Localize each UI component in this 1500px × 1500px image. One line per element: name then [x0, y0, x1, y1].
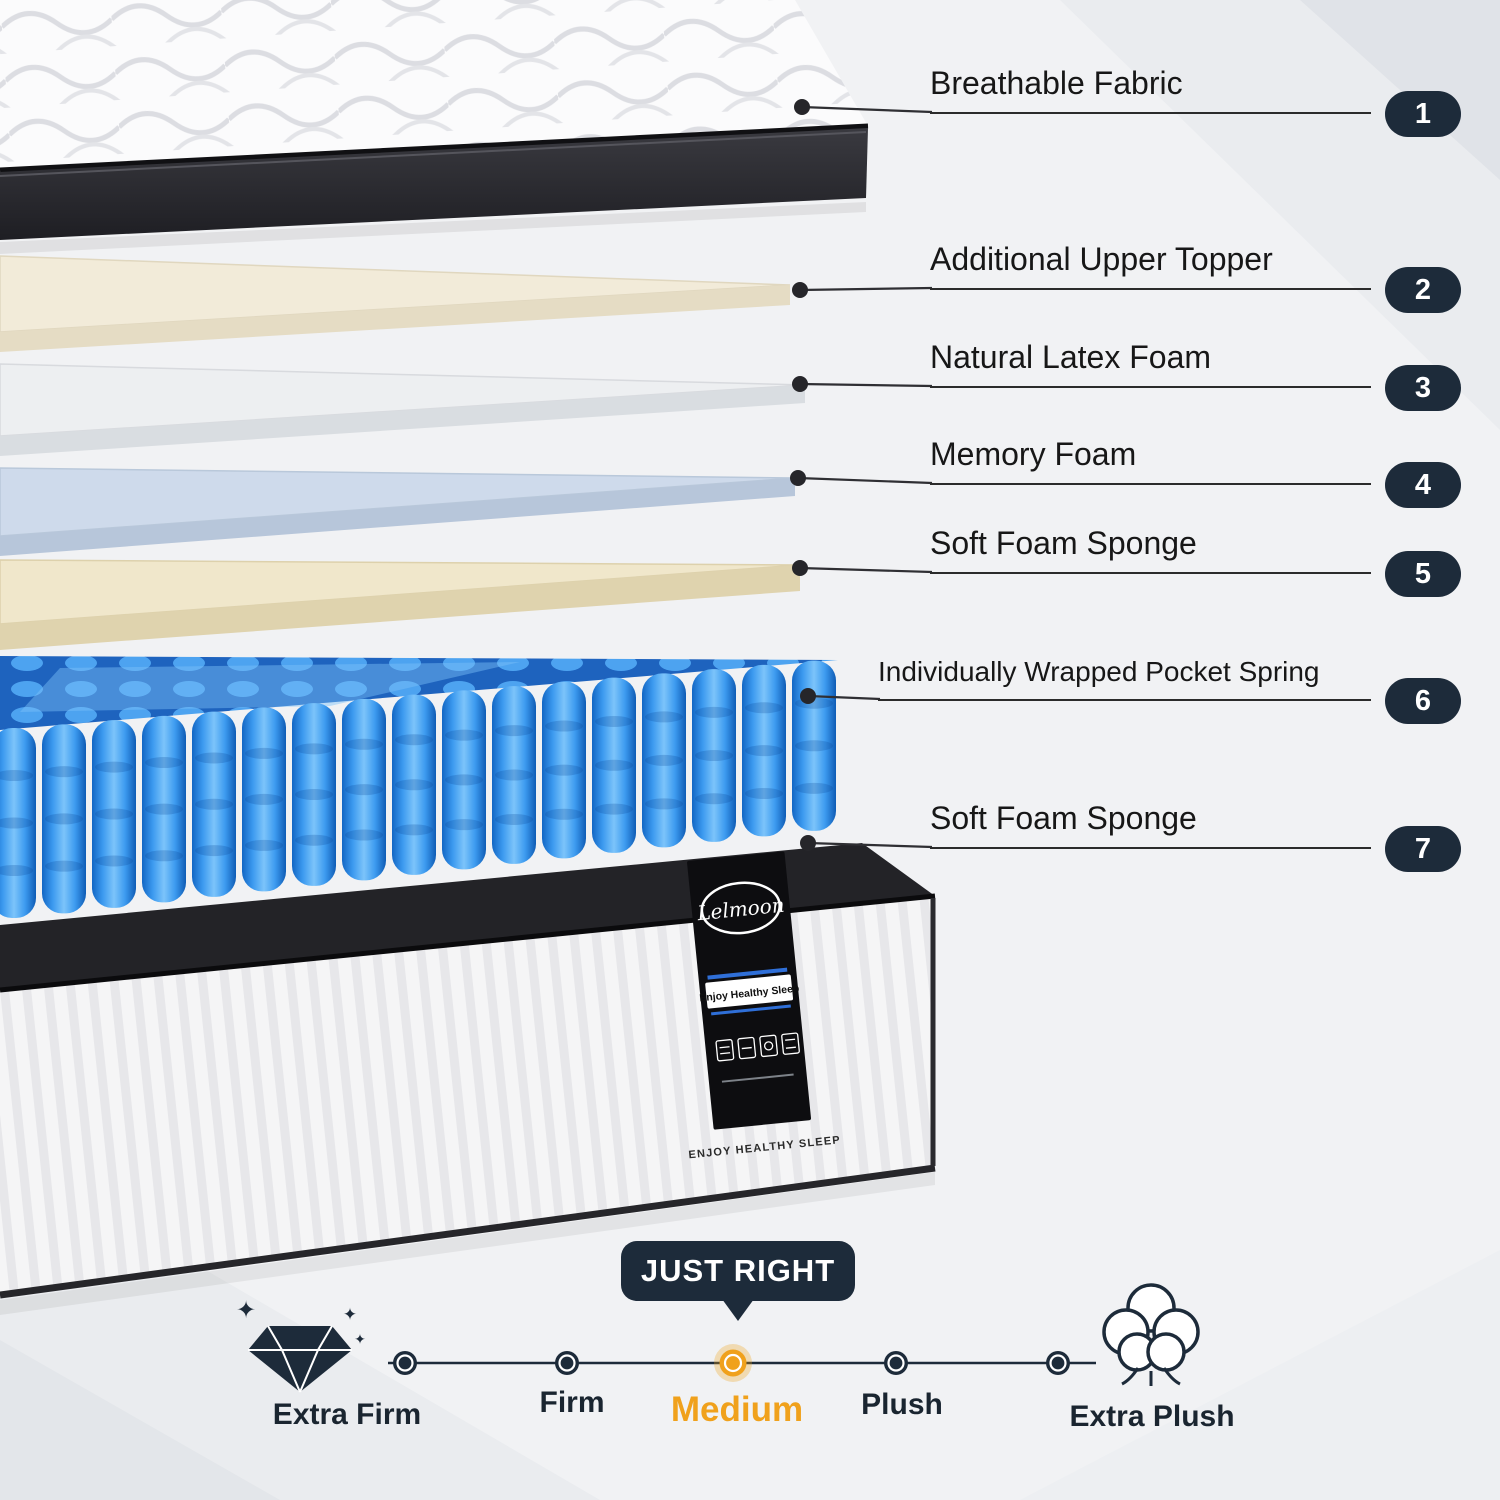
annotation-row-3: Natural Latex Foam 3	[930, 338, 1461, 411]
label-icons	[715, 1032, 800, 1062]
leader-dot-7	[800, 835, 816, 851]
svg-text:✦: ✦	[236, 1297, 256, 1324]
firmness-scale-graphics: ✦ ✦ ✦	[236, 1283, 1200, 1393]
annotation-row-7: Soft Foam Sponge 7	[930, 799, 1461, 872]
leader-dot-1	[794, 99, 810, 115]
layer-number-badge-7: 7	[1385, 826, 1461, 872]
leader-dot-2	[792, 282, 808, 298]
just-right-tooltip: JUST RIGHT	[621, 1241, 855, 1321]
firmness-level-extra-plush: Extra Plush	[1069, 1400, 1235, 1433]
annotation-row-6: Individually Wrapped Pocket Spring 6	[878, 655, 1461, 724]
spring-cylinders	[0, 660, 836, 918]
layer-number-badge-1: 1	[1385, 91, 1461, 137]
annotation-row-4: Memory Foam 4	[930, 435, 1461, 508]
pocket-spring-layer	[0, 656, 838, 918]
layer-number-badge-4: 4	[1385, 462, 1461, 508]
leader-lines	[797, 105, 933, 849]
layer-number-1: 1	[1414, 97, 1432, 130]
leader-dots	[790, 99, 816, 851]
diamond-icon: ✦ ✦ ✦	[236, 1297, 366, 1393]
layer-label-6: Individually Wrapped Pocket Spring	[878, 655, 1371, 701]
annotation-row-1: Breathable Fabric 1	[930, 64, 1461, 137]
layer-label-3: Natural Latex Foam	[930, 338, 1371, 388]
firmness-level-plush: Plush	[861, 1388, 943, 1421]
soft-foam-sponge-layer	[0, 559, 801, 650]
layer-number-2: 2	[1414, 273, 1432, 306]
mattress-top-layer	[0, 0, 869, 254]
leader-line-7	[807, 841, 933, 849]
firmness-level-firm: Firm	[539, 1386, 605, 1419]
layer-number-3: 3	[1414, 371, 1432, 404]
latex-foam-layer	[0, 363, 806, 456]
memory-foam-layer	[0, 467, 796, 556]
leader-line-5	[799, 566, 933, 574]
leader-line-3	[799, 382, 933, 388]
firmness-level-medium: Medium	[670, 1390, 804, 1429]
firmness-dot-plush	[884, 1351, 908, 1375]
leader-dot-6	[800, 688, 816, 704]
annotation-row-2: Additional Upper Topper 2	[930, 240, 1461, 313]
layer-number-7: 7	[1414, 832, 1432, 865]
svg-text:✦: ✦	[343, 1305, 357, 1324]
layer-label-2: Additional Upper Topper	[930, 240, 1371, 290]
layer-number-6: 6	[1414, 684, 1432, 717]
cotton-icon	[1102, 1283, 1200, 1386]
leader-line-2	[799, 286, 933, 292]
layer-label-5: Soft Foam Sponge	[930, 524, 1371, 574]
firmness-dot-extra-plush	[1046, 1351, 1070, 1375]
svg-text:✦: ✦	[354, 1331, 366, 1347]
leader-dot-3	[792, 376, 808, 392]
leader-line-6	[807, 694, 881, 701]
layer-number-badge-6: 6	[1385, 678, 1461, 724]
topper-layer	[0, 255, 791, 352]
layer-number-4: 4	[1414, 468, 1432, 501]
firmness-dot-medium-selected	[714, 1344, 752, 1382]
tooltip-text: JUST RIGHT	[640, 1253, 836, 1288]
layer-number-5: 5	[1414, 557, 1432, 590]
leader-dot-4	[790, 470, 806, 486]
layer-label-4: Memory Foam	[930, 435, 1371, 485]
layer-number-badge-5: 5	[1385, 551, 1461, 597]
layer-label-1: Breathable Fabric	[930, 64, 1371, 114]
annotation-row-5: Soft Foam Sponge 5	[930, 524, 1461, 597]
firmness-dot-firm	[555, 1351, 579, 1375]
firmness-level-extra-firm: Extra Firm	[272, 1398, 422, 1431]
leader-dot-5	[792, 560, 808, 576]
leader-line-4	[797, 476, 933, 485]
layer-number-badge-2: 2	[1385, 267, 1461, 313]
layer-label-7: Soft Foam Sponge	[930, 799, 1371, 849]
layer-number-badge-3: 3	[1385, 365, 1461, 411]
firmness-dot-extra-firm	[393, 1351, 417, 1375]
mattress-base: Lelmoon Enjoy Healthy Sleep	[0, 843, 936, 1315]
leader-line-1	[801, 105, 933, 114]
